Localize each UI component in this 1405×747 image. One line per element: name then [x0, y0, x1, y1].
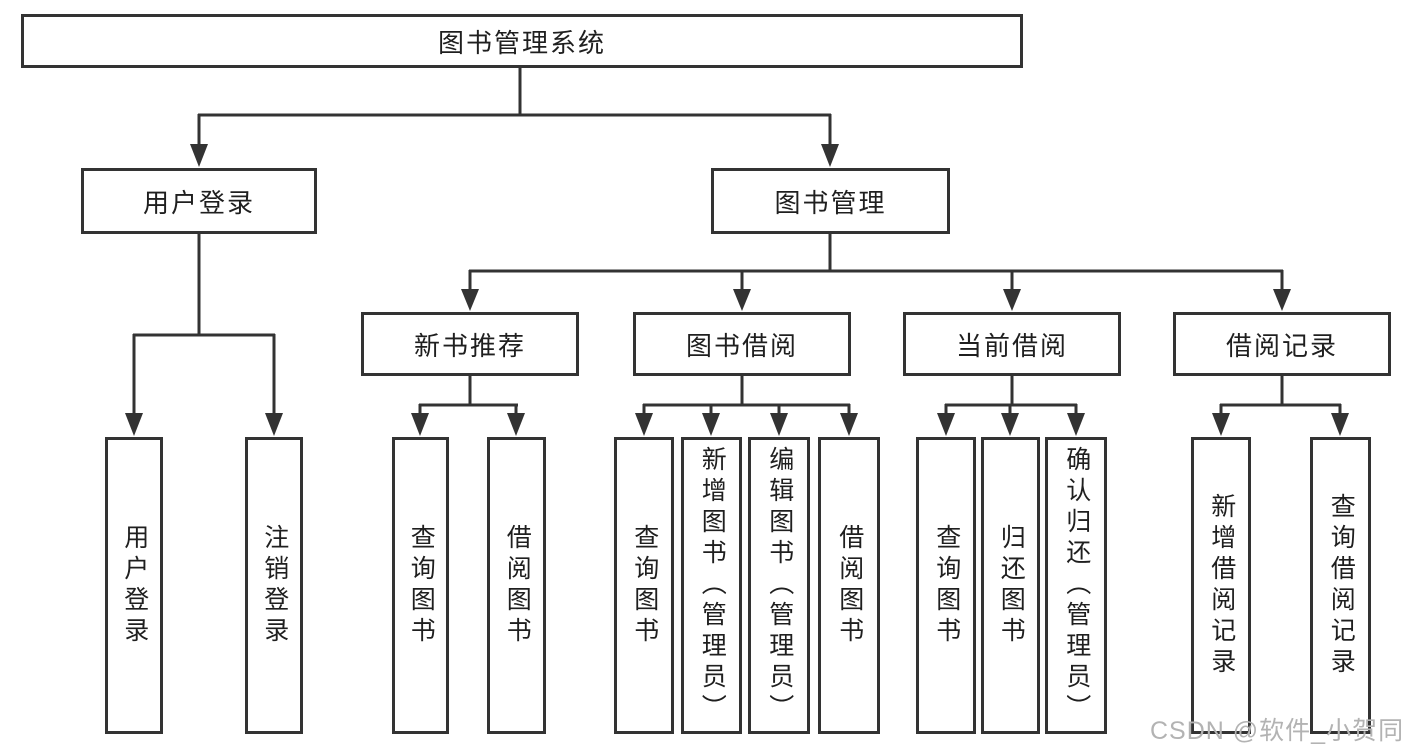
arrowhead-down-icon	[1331, 413, 1349, 436]
node-user-login: 用户登录	[81, 168, 317, 234]
leaf-rec-borrow-book: 借阅图书	[487, 437, 546, 734]
leaf-logout: 注销登录	[245, 437, 303, 734]
arrowhead-down-icon	[1212, 413, 1230, 436]
arrowhead-down-icon	[1273, 289, 1291, 311]
leaf-borrow-add-book-admin-label: 新增图书（管理员）	[698, 446, 727, 725]
connector-currentborrow-to-leaves	[937, 374, 1085, 436]
node-new-book-recommend-label: 新书推荐	[413, 330, 526, 361]
leaf-user-login: 用户登录	[105, 437, 163, 734]
arrowhead-down-icon	[635, 413, 653, 436]
leaf-records-query-record-label: 查询借阅记录	[1327, 492, 1356, 679]
node-current-borrow-label: 当前借阅	[955, 330, 1068, 361]
leaf-records-add-record-label: 新增借阅记录	[1207, 492, 1236, 679]
arrowhead-down-icon	[937, 413, 955, 436]
connector-root-to-level2	[190, 66, 839, 167]
leaf-current-query-book: 查询图书	[916, 437, 976, 734]
arrowhead-down-icon	[733, 289, 751, 311]
node-book-borrow: 图书借阅	[633, 312, 851, 376]
leaf-borrow-edit-book-admin: 编辑图书（管理员）	[748, 437, 810, 734]
leaf-rec-query-book-label: 查询图书	[407, 523, 436, 648]
leaf-records-add-record: 新增借阅记录	[1191, 437, 1251, 734]
connector-bookmgmt-to-level3	[461, 232, 1291, 311]
leaf-borrow-query-book-label: 查询图书	[630, 523, 659, 648]
node-root: 图书管理系统	[21, 14, 1023, 68]
arrowhead-down-icon	[1067, 413, 1085, 436]
node-book-management: 图书管理	[711, 168, 950, 234]
leaf-records-query-record: 查询借阅记录	[1310, 437, 1371, 734]
arrowhead-down-icon	[190, 144, 208, 167]
node-new-book-recommend: 新书推荐	[361, 312, 579, 376]
leaf-current-confirm-return-admin: 确认归还（管理员）	[1045, 437, 1107, 734]
leaf-current-return-book: 归还图书	[981, 437, 1040, 734]
node-book-borrow-label: 图书借阅	[685, 330, 798, 361]
leaf-current-confirm-return-admin-label: 确认归还（管理员）	[1062, 446, 1091, 725]
leaf-current-return-book-label: 归还图书	[997, 523, 1026, 648]
node-borrow-records: 借阅记录	[1173, 312, 1391, 376]
arrowhead-down-icon	[265, 413, 283, 436]
connector-newbookrec-to-leaves	[411, 374, 525, 436]
leaf-rec-borrow-book-label: 借阅图书	[503, 523, 532, 648]
arrowhead-down-icon	[770, 413, 788, 436]
arrowhead-down-icon	[507, 413, 525, 436]
node-user-login-label: 用户登录	[142, 187, 255, 218]
leaf-borrow-borrow-book: 借阅图书	[818, 437, 880, 734]
leaf-borrow-add-book-admin: 新增图书（管理员）	[681, 437, 742, 734]
connector-bookborrow-to-leaves	[635, 374, 858, 436]
node-borrow-records-label: 借阅记录	[1225, 330, 1338, 361]
leaf-rec-query-book: 查询图书	[392, 437, 449, 734]
leaf-current-query-book-label: 查询图书	[932, 523, 961, 648]
node-root-label: 图书管理系统	[437, 27, 606, 58]
arrowhead-down-icon	[821, 144, 839, 167]
watermark: CSDN @软件_小贺同学	[1150, 717, 1405, 745]
arrowhead-down-icon	[702, 413, 720, 436]
leaf-borrow-query-book: 查询图书	[614, 437, 674, 734]
leaf-borrow-edit-book-admin-label: 编辑图书（管理员）	[765, 446, 794, 725]
connector-userlogin-to-leaves	[125, 232, 283, 436]
leaf-user-login-label: 用户登录	[120, 523, 149, 648]
arrowhead-down-icon	[411, 413, 429, 436]
arrowhead-down-icon	[840, 413, 858, 436]
arrowhead-down-icon	[1001, 413, 1019, 436]
leaf-logout-label: 注销登录	[260, 523, 289, 648]
arrowhead-down-icon	[1003, 289, 1021, 311]
arrowhead-down-icon	[125, 413, 143, 436]
arrowhead-down-icon	[461, 289, 479, 311]
connector-borrowrecords-to-leaves	[1212, 374, 1349, 436]
node-current-borrow: 当前借阅	[903, 312, 1121, 376]
node-book-management-label: 图书管理	[774, 187, 887, 218]
leaf-borrow-borrow-book-label: 借阅图书	[835, 523, 864, 648]
